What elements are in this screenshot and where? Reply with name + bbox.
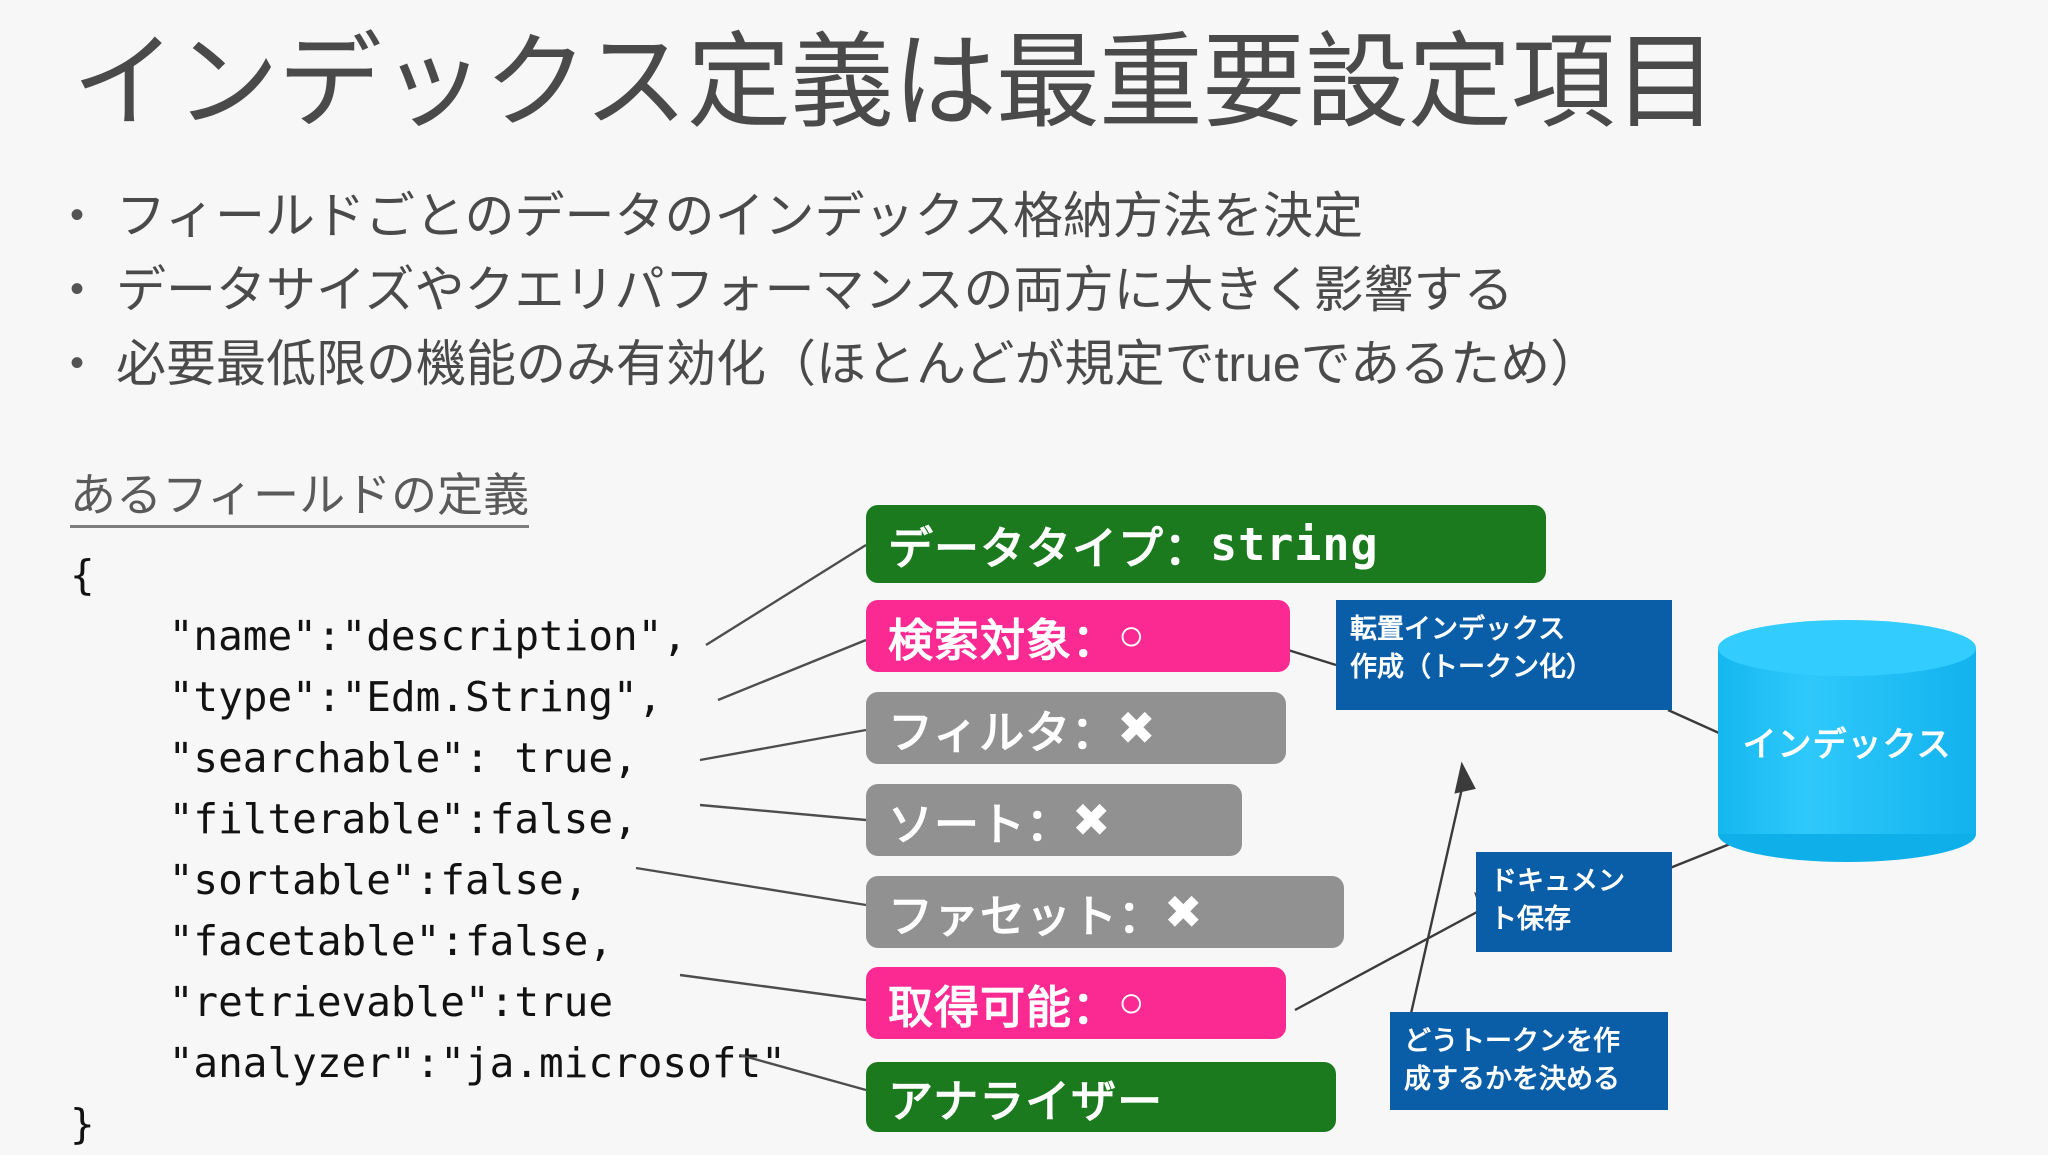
label-facetable-text: ファセット： [888,890,1165,942]
bullet-text: 必要最低限の機能のみ有効化（ほとんどが規定でtrueであるため） [116,336,1601,392]
label-searchable[interactable]: 検索対象： ○ [866,600,1290,672]
circle-mark-icon: ○ [1118,978,1146,1027]
code-line: "filterable":false, [70,795,638,843]
note-document-store[interactable]: ドキュメン ト保存 [1476,852,1672,952]
list-item: • フィールドごとのデータのインデックス格納方法を決定 [62,185,1662,259]
label-sortable-text: ソート： [888,798,1073,850]
code-line: "retrievable":true [70,978,614,1026]
code-line: "sortable":false, [70,856,589,904]
field-definition-code: { "name":"description", "type":"Edm.Stri… [70,545,786,1155]
label-datatype-text: データタイプ： [888,522,1211,574]
cross-mark-icon: ✖ [1164,886,1204,938]
label-retrievable[interactable]: 取得可能： ○ [866,967,1286,1039]
code-line: "analyzer":"ja.microsoft" [70,1039,786,1087]
bullet-text: データサイズやクエリパフォーマンスの両方に大きく影響する [116,262,1514,318]
note-inverted-index[interactable]: 転置インデックス 作成（トークン化） [1336,600,1672,710]
label-searchable-text: 検索対象： [888,614,1119,666]
cross-mark-icon: ✖ [1072,794,1112,846]
code-line: "facetable":false, [70,917,614,965]
cylinder-body [1718,648,1976,834]
label-datatype-value: string [1210,517,1379,571]
label-filterable[interactable]: フィルタ： ✖ [866,692,1286,764]
list-item: • データサイズやクエリパフォーマンスの両方に大きく影響する [62,259,1662,333]
note-tokenizer-rule[interactable]: どうトークンを作 成するかを決める [1390,1012,1668,1110]
label-retrievable-text: 取得可能： [888,981,1119,1033]
label-facetable[interactable]: ファセット： ✖ [866,876,1344,948]
code-line: { [70,551,95,599]
bullet-text: フィールドごとのデータのインデックス格納方法を決定 [116,188,1363,244]
cross-mark-icon: ✖ [1117,702,1157,754]
page-title: インデックス定義は最重要設定項目 [72,25,1718,141]
bullet-marker: • [70,267,85,311]
bullet-list: • フィールドごとのデータのインデックス格納方法を決定 • データサイズやクエリ… [62,185,1662,407]
code-line: "searchable": true, [70,734,638,782]
label-analyzer[interactable]: アナライザー [866,1062,1336,1132]
index-store-cylinder[interactable]: インデックス [1718,620,1976,862]
code-line: "type":"Edm.String", [70,673,663,721]
cylinder-top [1718,620,1976,676]
code-line: "name":"description", [70,612,688,660]
arrow-head-tokenizer [1454,761,1476,794]
index-store-label: インデックス [1742,725,1952,764]
connector-searchable-to-inverted-index [1287,648,1337,667]
label-filterable-text: フィルタ： [888,706,1118,758]
label-sortable[interactable]: ソート： ✖ [866,784,1242,856]
connector-tokenizer-to-inverted-index [1403,774,1467,1041]
label-analyzer-text: アナライザー [888,1075,1164,1127]
label-datatype[interactable]: データタイプ： string [866,505,1546,583]
code-caption: あるフィールドの定義 [70,472,530,528]
code-line: } [70,1100,95,1148]
bullet-marker: • [70,193,85,237]
bullet-marker: • [70,341,85,385]
list-item: • 必要最低限の機能のみ有効化（ほとんどが規定でtrueであるため） [62,333,1662,407]
circle-mark-icon: ○ [1118,611,1146,660]
